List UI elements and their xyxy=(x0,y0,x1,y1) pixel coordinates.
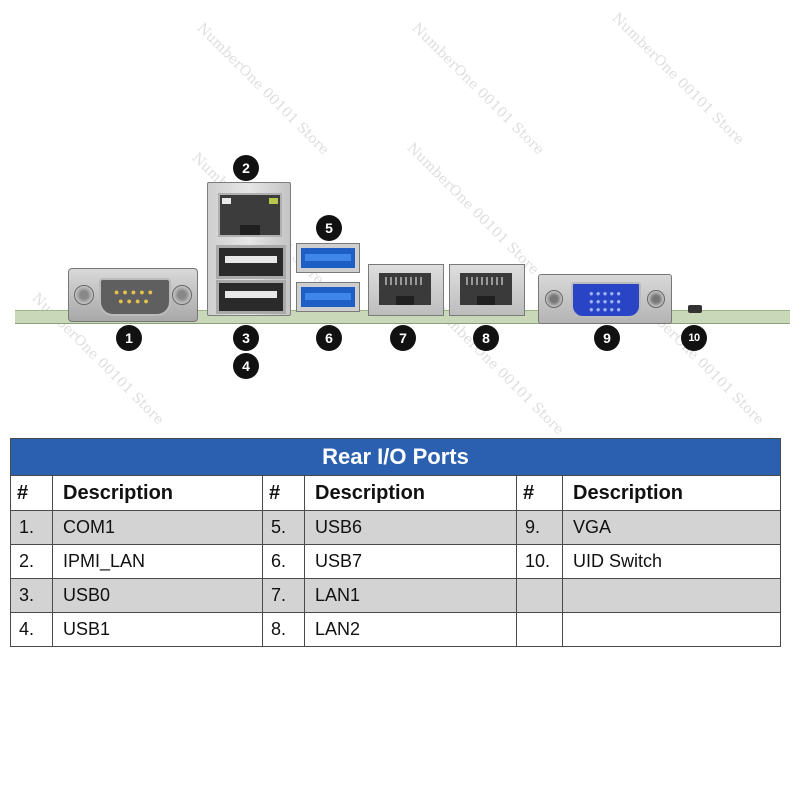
table-cell: 7. xyxy=(262,578,305,613)
column-header: # xyxy=(262,475,305,511)
callout-badge-2: 2 xyxy=(233,155,259,181)
watermark: NumberOne 00101 Store xyxy=(608,10,747,149)
table-row: 4. USB1 8. LAN2 xyxy=(10,612,781,647)
watermark: NumberOne 00101 Store xyxy=(403,140,542,279)
table-header-row: # Description # Description # Descriptio… xyxy=(10,475,781,511)
table-cell: COM1 xyxy=(52,510,263,545)
callout-badge-3: 3 xyxy=(233,325,259,351)
callout-badge-10: 10 xyxy=(681,325,707,351)
table-row: 1. COM1 5. USB6 9. VGA xyxy=(10,510,781,545)
lan1-port xyxy=(368,264,444,316)
table-cell: USB0 xyxy=(52,578,263,613)
table-cell: 8. xyxy=(262,612,305,647)
table-cell: 5. xyxy=(262,510,305,545)
table-cell: 4. xyxy=(10,612,53,647)
table-row: 2. IPMI_LAN 6. USB7 10. UID Switch xyxy=(10,544,781,579)
table-cell: 6. xyxy=(262,544,305,579)
table-cell: 2. xyxy=(10,544,53,579)
screw-icon xyxy=(545,290,563,308)
column-header: # xyxy=(10,475,53,511)
activity-led-icon xyxy=(269,198,278,204)
screw-icon xyxy=(647,290,665,308)
table-cell: 1. xyxy=(10,510,53,545)
table-cell: 9. xyxy=(516,510,563,545)
watermark: NumberOne 00101 Store xyxy=(193,20,332,159)
usb6-port xyxy=(296,243,360,273)
usb1-port xyxy=(216,280,286,314)
table-title: Rear I/O Ports xyxy=(10,438,781,476)
table-cell xyxy=(516,612,563,647)
table-cell: 3. xyxy=(10,578,53,613)
table-cell xyxy=(516,578,563,613)
table-cell: VGA xyxy=(562,510,781,545)
callout-badge-9: 9 xyxy=(594,325,620,351)
table-cell: USB1 xyxy=(52,612,263,647)
column-header: Description xyxy=(304,475,517,511)
column-header: Description xyxy=(562,475,781,511)
table-cell: IPMI_LAN xyxy=(52,544,263,579)
com1-serial-port: ●●●●●●●●● xyxy=(68,268,198,322)
table-cell: LAN1 xyxy=(304,578,517,613)
screw-icon xyxy=(172,285,192,305)
rear-io-panel-illustration: NumberOne 00101 Store NumberOne 00101 St… xyxy=(15,10,790,438)
callout-badge-6: 6 xyxy=(316,325,342,351)
watermark: NumberOne 00101 Store xyxy=(408,20,547,159)
table-cell: USB6 xyxy=(304,510,517,545)
usb7-port xyxy=(296,282,360,312)
callout-badge-4: 4 xyxy=(233,353,259,379)
table-cell: LAN2 xyxy=(304,612,517,647)
callout-badge-1: 1 xyxy=(116,325,142,351)
table-cell: USB7 xyxy=(304,544,517,579)
vga-port: ●●●●●●●●●●●●●●● xyxy=(538,274,672,324)
uid-switch xyxy=(688,305,702,313)
usb0-port xyxy=(216,245,286,279)
table-cell xyxy=(562,578,781,613)
lan2-port xyxy=(449,264,525,316)
table-cell xyxy=(562,612,781,647)
table-cell: 10. xyxy=(516,544,563,579)
column-header: Description xyxy=(52,475,263,511)
callout-badge-7: 7 xyxy=(390,325,416,351)
ipmi-lan-usb-stack xyxy=(207,182,291,316)
screw-icon xyxy=(74,285,94,305)
callout-badge-5: 5 xyxy=(316,215,342,241)
table-row: 3. USB0 7. LAN1 xyxy=(10,578,781,613)
ipmi-lan-port xyxy=(218,193,282,237)
table-cell: UID Switch xyxy=(562,544,781,579)
rear-io-ports-table: Rear I/O Ports # Description # Descripti… xyxy=(10,438,781,647)
column-header: # xyxy=(516,475,563,511)
link-led-icon xyxy=(222,198,231,204)
callout-badge-8: 8 xyxy=(473,325,499,351)
